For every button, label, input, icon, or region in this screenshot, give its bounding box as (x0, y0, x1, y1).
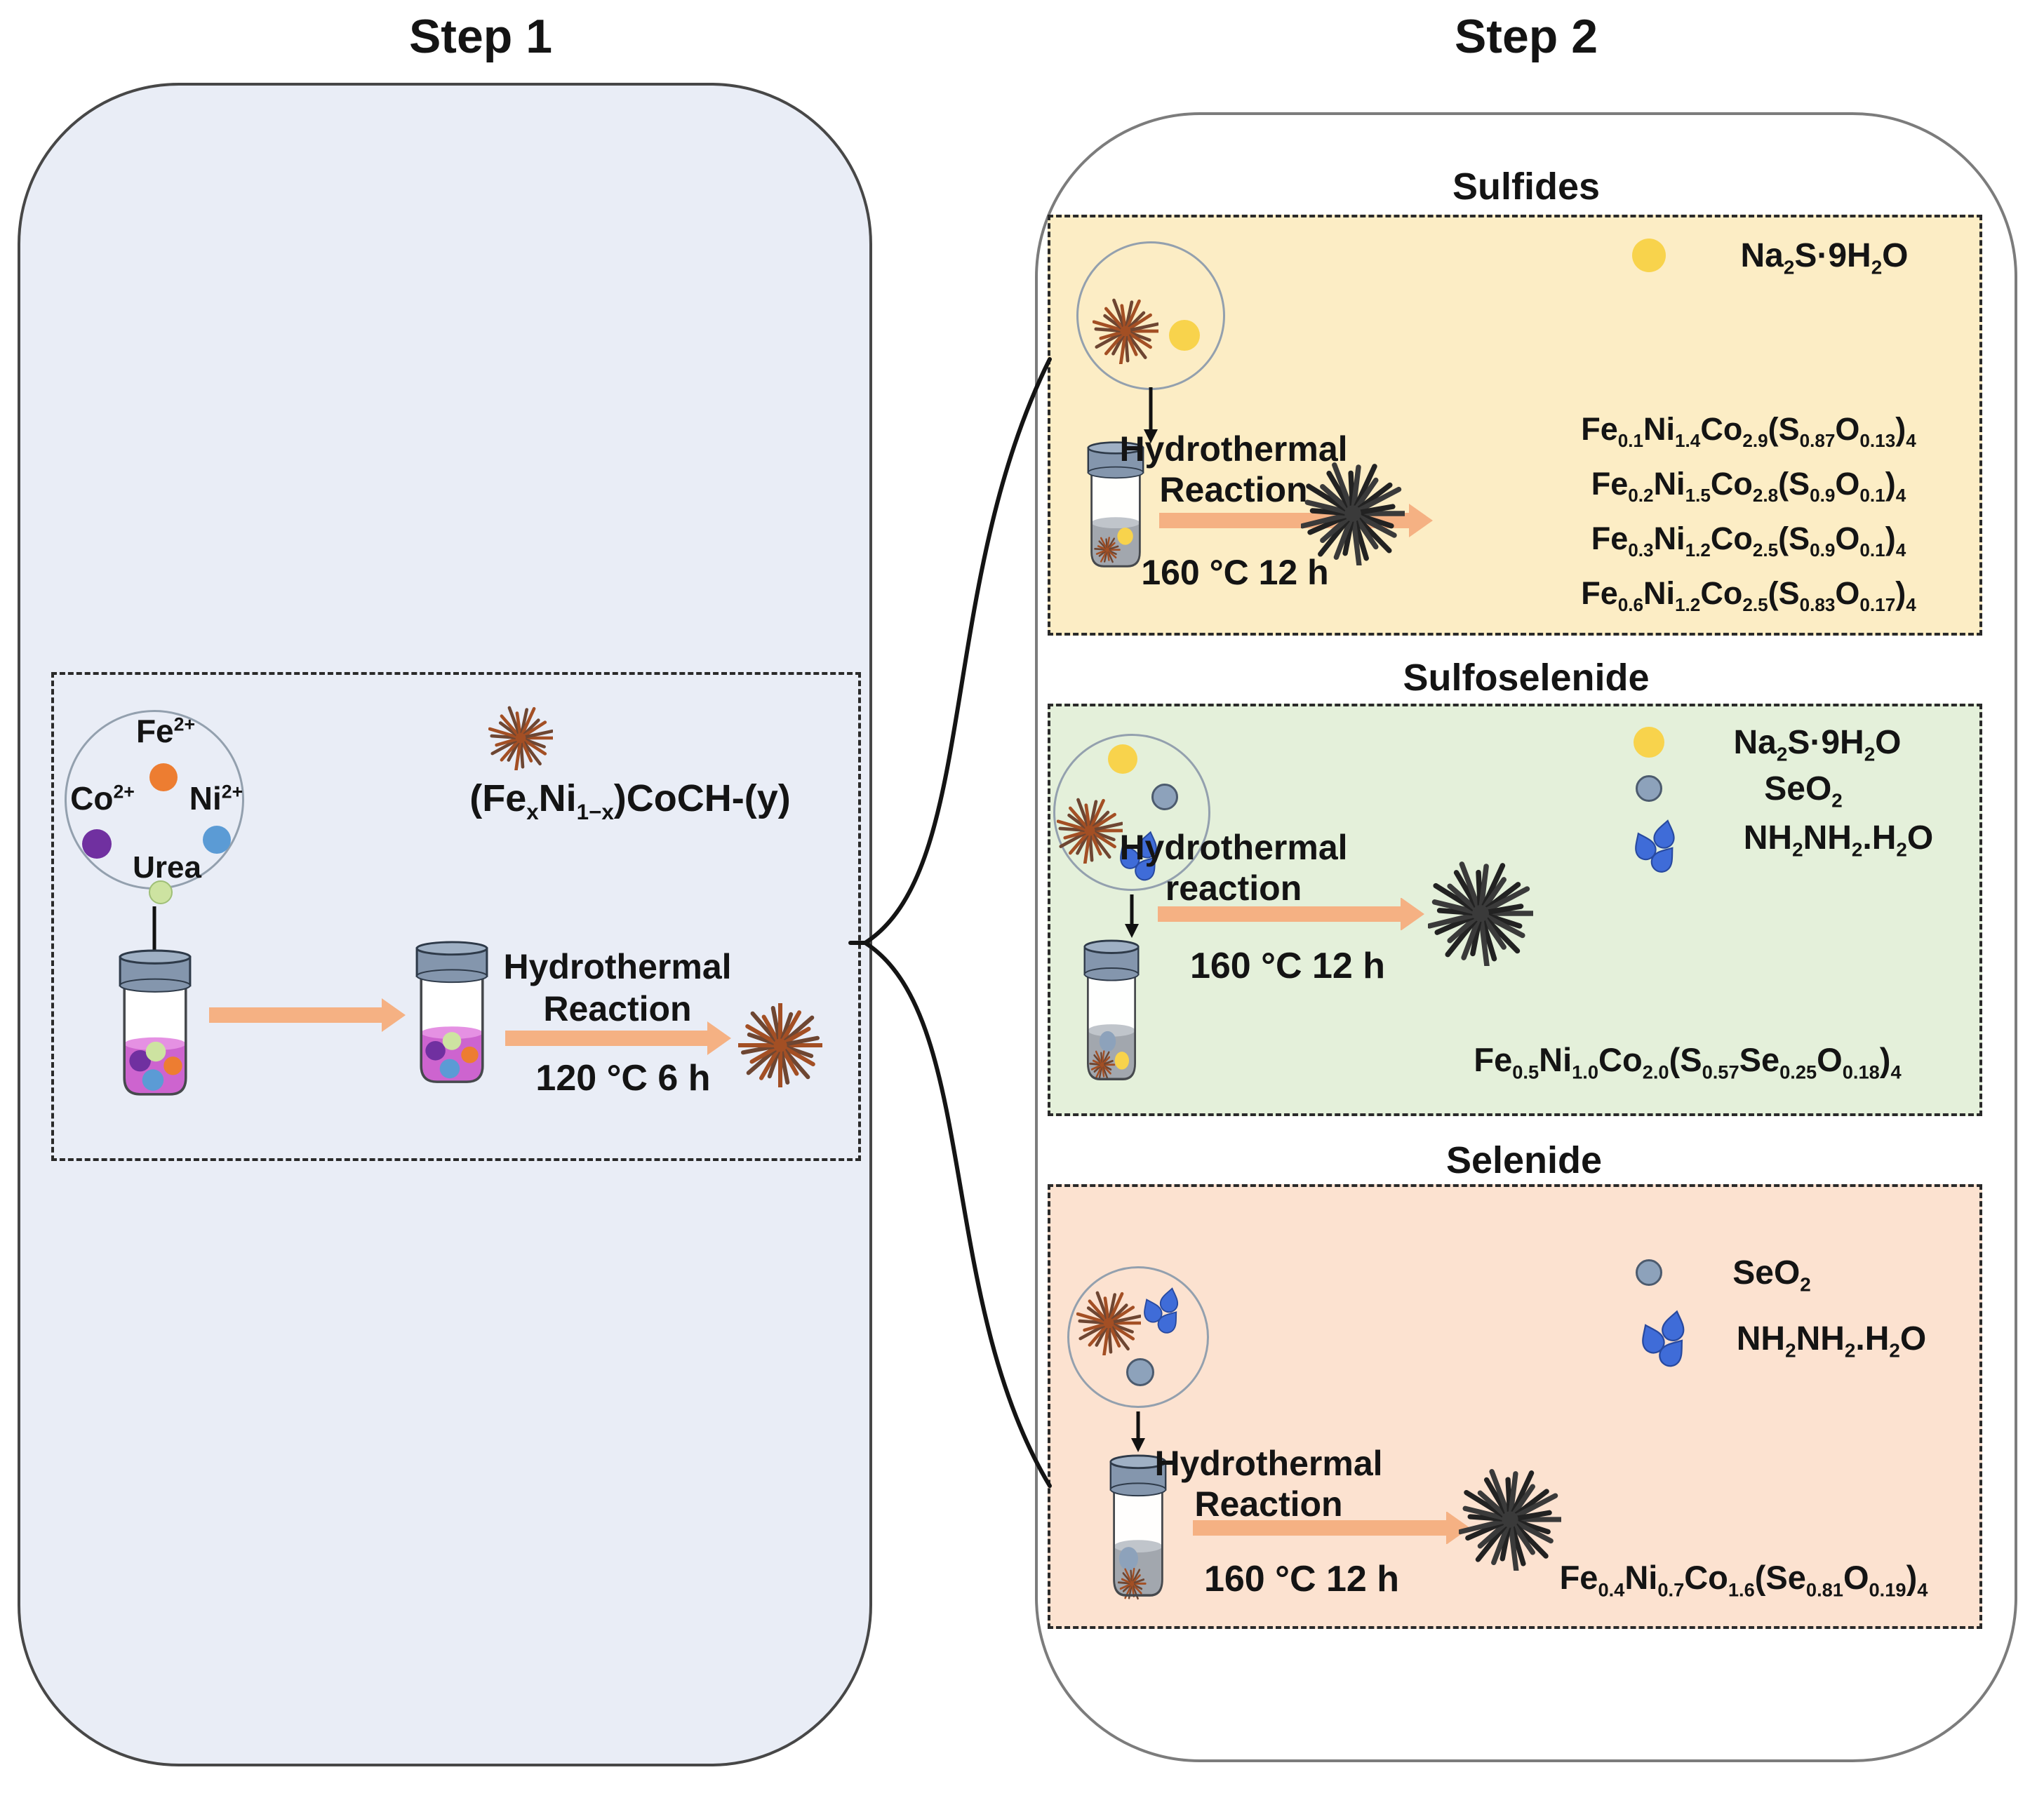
selenide-header: Selenide (1445, 1139, 1603, 1181)
urea-dot-icon (149, 880, 173, 904)
sulfides-product-formula: Fe0.3Ni1.2Co2.5(S0.9O0.1)4 (1591, 521, 1906, 561)
fe-ion-dot-icon (149, 763, 178, 791)
hydrazine-droplets-icon (1631, 1305, 1698, 1372)
sulfides-reaction-line1: Hydrothermal (1119, 429, 1348, 469)
sulfoselenide-reagent-label: NH2NH2.H2O (1743, 819, 1934, 861)
seo2-dot-icon (1636, 775, 1662, 802)
arrow-right-icon (1193, 1512, 1470, 1544)
sulfoselenide-reagent-label: Na2S·9H2O (1733, 724, 1902, 765)
step1-panel (18, 83, 872, 1766)
sulfides-conditions: 160 °C 12 h (1141, 553, 1329, 592)
vial-icon (413, 940, 491, 1089)
sulfide-reagent-dot-icon (1108, 744, 1137, 774)
sulfides-reagent-label: Na2S·9H2O (1740, 237, 1909, 279)
step1-dashed-box (51, 672, 861, 1161)
arrow-down-icon (1128, 1411, 1148, 1452)
ni-ion-dot-icon (203, 826, 231, 854)
sulfides-product-formula: Fe0.2Ni1.5Co2.8(S0.9O0.1)4 (1591, 466, 1906, 506)
sulfoselenide-header: Sulfoselenide (1403, 657, 1650, 699)
co-ion-label: Co2+ (70, 780, 135, 817)
arrow-right-icon (1158, 898, 1424, 930)
sulfides-header: Sulfides (1452, 166, 1601, 208)
arrow-right-icon (209, 998, 406, 1032)
selenide-mixture-circle (1067, 1266, 1209, 1408)
nanostructure-starburst-icon (1076, 1291, 1141, 1355)
vial-icon (116, 948, 194, 1101)
step1-product-formula: (FexNi1−x)CoCH-(y) (469, 777, 791, 824)
vial-icon (1085, 441, 1147, 572)
sulfide-reagent-dot-icon (1634, 727, 1664, 758)
sulfides-product-formula: Fe0.1Ni1.4Co2.9(S0.87O0.13)4 (1581, 411, 1916, 451)
selenide-reagent-label: SeO2 (1732, 1254, 1811, 1296)
nanostructure-starburst-icon (738, 1003, 822, 1087)
product-starburst-icon (1428, 861, 1533, 966)
vial-icon (1107, 1454, 1169, 1602)
sulfoselenide-reaction-line2: reaction (1165, 868, 1302, 908)
step2-title: Step 2 (1454, 10, 1598, 63)
hydrazine-droplets-icon (1624, 814, 1688, 878)
selenide-reaction-line1: Hydrothermal (1154, 1444, 1383, 1483)
co-ion-dot-icon (82, 829, 112, 859)
step1-reaction-line1: Hydrothermal (503, 947, 732, 986)
seo2-dot-icon (1126, 1358, 1154, 1386)
step1-reaction-line2: Reaction (543, 989, 692, 1028)
selenide-reaction-line2: Reaction (1194, 1484, 1343, 1524)
product-starburst-icon (1459, 1468, 1561, 1571)
urea-label: Urea (133, 850, 201, 885)
sulfoselenide-reaction-line1: Hydrothermal (1119, 828, 1348, 867)
nanostructure-starburst-icon (1057, 798, 1123, 864)
selenide-conditions: 160 °C 12 h (1203, 1559, 1400, 1599)
sulfoselenide-mixture-circle (1053, 734, 1210, 891)
selenide-reagent-label: NH2NH2.H2O (1736, 1320, 1927, 1362)
selenide-product-formula: Fe0.4Ni0.7Co1.6(Se0.81O0.19)4 (1559, 1559, 1928, 1601)
nanostructure-starburst-icon (488, 706, 553, 770)
hydrazine-droplets-icon (1110, 826, 1169, 885)
ni-ion-label: Ni2+ (189, 780, 243, 817)
sulfide-reagent-dot-icon (1169, 320, 1200, 351)
arrow-down-icon (1141, 387, 1161, 443)
product-starburst-icon (1301, 462, 1405, 565)
step1-conditions: 120 °C 6 h (535, 1058, 711, 1099)
sulfoselenide-conditions: 160 °C 12 h (1189, 946, 1386, 986)
fe-ion-label: Fe2+ (135, 713, 196, 749)
hydrazine-droplets-icon (1135, 1283, 1189, 1338)
sulfides-reaction-line2: Reaction (1159, 470, 1308, 509)
seo2-dot-icon (1636, 1259, 1662, 1286)
sulfides-product-formula: Fe0.6Ni1.2Co2.5(S0.83O0.17)4 (1581, 575, 1916, 615)
step1-title: Step 1 (408, 10, 553, 63)
sulfoselenide-reagent-label: SeO2 (1764, 770, 1843, 812)
vial-icon (1081, 939, 1142, 1086)
nanostructure-starburst-icon (1093, 298, 1158, 364)
sulfoselenide-product-formula: Fe0.5Ni1.0Co2.0(S0.57Se0.25O0.18)4 (1474, 1041, 1902, 1083)
arrow-right-icon (505, 1021, 731, 1055)
sulfide-reagent-dot-icon (1632, 239, 1666, 272)
arrow-down-icon (1122, 894, 1142, 938)
seo2-dot-icon (1151, 784, 1178, 810)
